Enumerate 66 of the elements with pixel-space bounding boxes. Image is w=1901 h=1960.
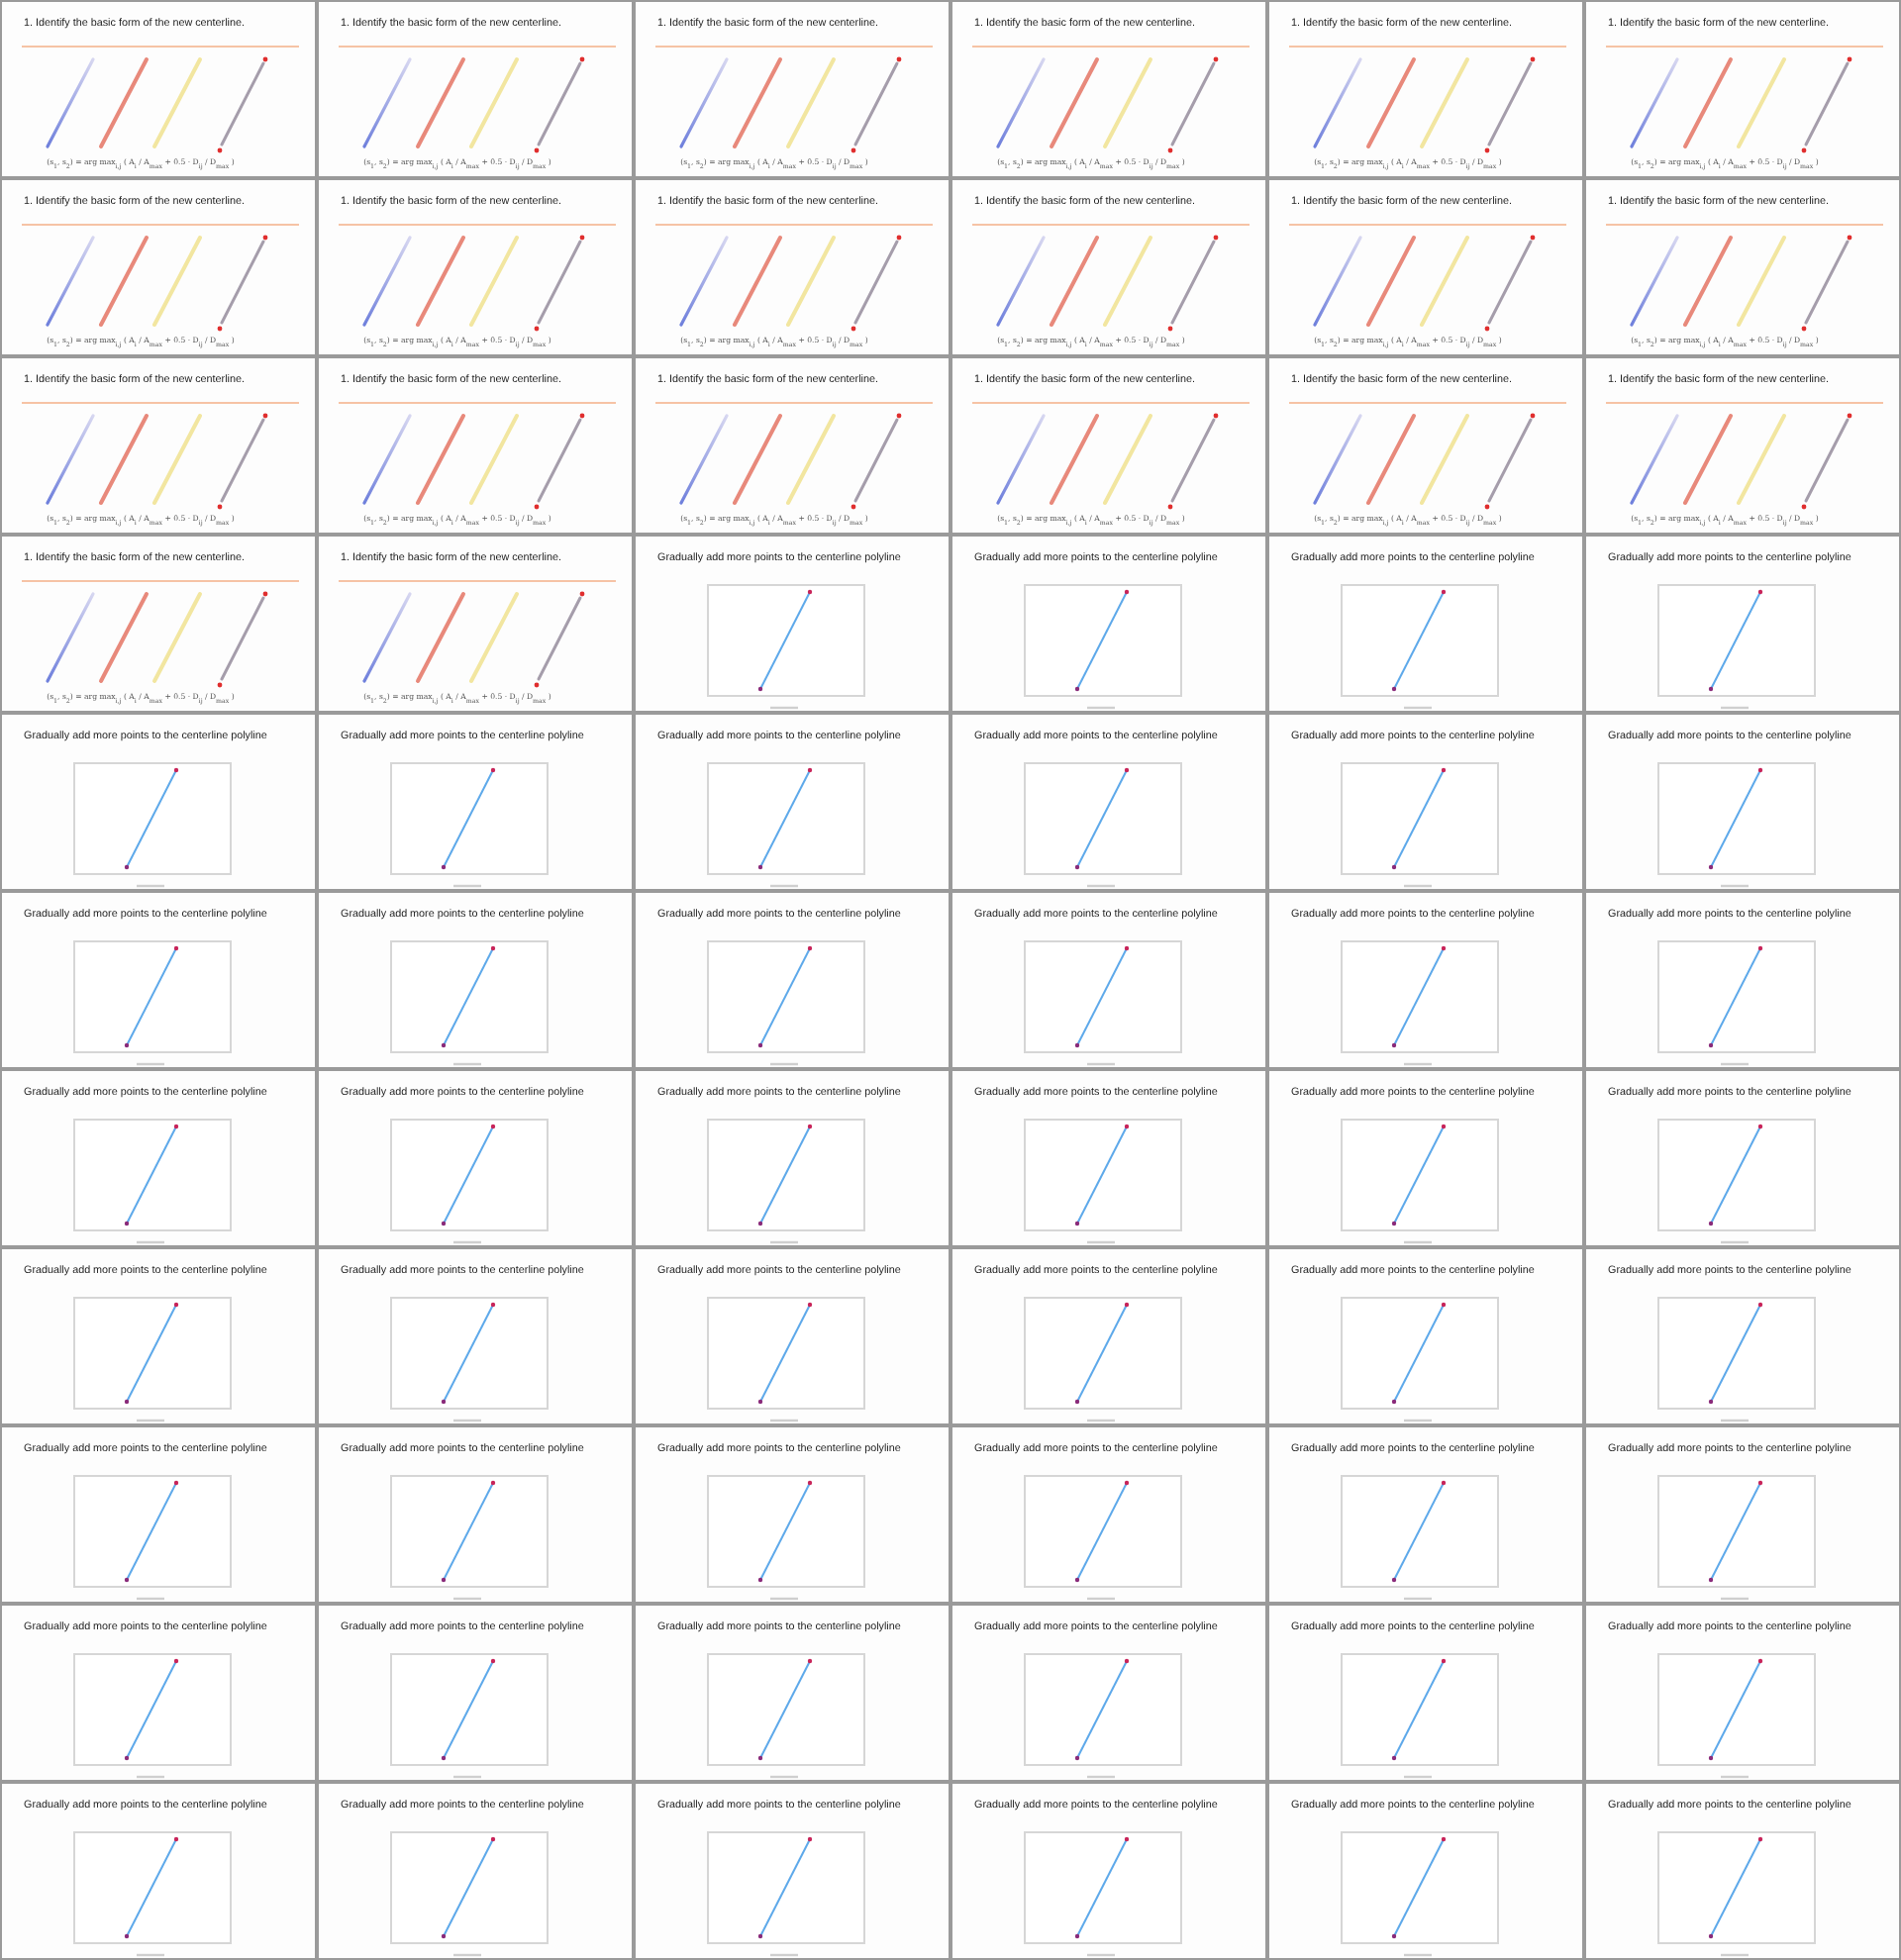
- video-frame: [317, 356, 634, 535]
- video-frame: [950, 0, 1267, 178]
- video-frame: [950, 1604, 1267, 1782]
- video-frame: [1584, 1425, 1901, 1604]
- video-frame: [634, 713, 950, 891]
- video-frame: [1267, 891, 1584, 1069]
- video-frame: [1584, 1604, 1901, 1782]
- video-frame: [634, 178, 950, 356]
- video-frame: [317, 1247, 634, 1425]
- video-frame: [950, 178, 1267, 356]
- video-frame: [0, 891, 317, 1069]
- video-frame: [0, 713, 317, 891]
- video-frame: [1267, 535, 1584, 713]
- video-frame: [1267, 713, 1584, 891]
- video-frame: [634, 1069, 950, 1247]
- video-frame: [950, 1782, 1267, 1960]
- video-frame: [1584, 891, 1901, 1069]
- video-frame: [0, 1782, 317, 1960]
- video-frame: [1584, 178, 1901, 356]
- video-frame: [1267, 178, 1584, 356]
- video-frame: [634, 891, 950, 1069]
- video-frame: [317, 891, 634, 1069]
- video-frame: [950, 891, 1267, 1069]
- video-frame: [0, 1247, 317, 1425]
- video-frame: [317, 1782, 634, 1960]
- video-frame: [0, 0, 317, 178]
- video-frame: [317, 535, 634, 713]
- video-frame: [634, 1425, 950, 1604]
- video-frame: [0, 535, 317, 713]
- video-frame: [317, 178, 634, 356]
- video-frame: [634, 356, 950, 535]
- video-frame: [0, 1604, 317, 1782]
- video-frame: [1584, 1069, 1901, 1247]
- video-frame: [317, 713, 634, 891]
- video-frame: [1267, 0, 1584, 178]
- video-frame: [1267, 1069, 1584, 1247]
- video-frame: [1267, 1782, 1584, 1960]
- video-frame: [950, 1425, 1267, 1604]
- video-frame: [950, 535, 1267, 713]
- video-frame: [1584, 356, 1901, 535]
- video-frame: [0, 356, 317, 535]
- video-frame: [1267, 356, 1584, 535]
- video-frame: [0, 1069, 317, 1247]
- video-frame: [317, 1425, 634, 1604]
- video-frame: [950, 713, 1267, 891]
- video-frame: [634, 1247, 950, 1425]
- video-frame: [0, 1425, 317, 1604]
- video-frame: [1267, 1425, 1584, 1604]
- video-frame: [0, 178, 317, 356]
- video-frame: [317, 1069, 634, 1247]
- video-frame: [950, 1247, 1267, 1425]
- video-frame: [950, 356, 1267, 535]
- video-frame: [1267, 1247, 1584, 1425]
- video-frame: [1584, 713, 1901, 891]
- video-frame: [1584, 1782, 1901, 1960]
- video-frame: [1267, 1604, 1584, 1782]
- video-frame: [317, 1604, 634, 1782]
- video-frame: [1584, 535, 1901, 713]
- video-frame: [634, 535, 950, 713]
- video-frame: [1584, 1247, 1901, 1425]
- video-frame: [634, 1782, 950, 1960]
- video-frame: [1584, 0, 1901, 178]
- video-frame: [634, 0, 950, 178]
- video-frame: [317, 0, 634, 178]
- video-frame: [950, 1069, 1267, 1247]
- video-frame: [634, 1604, 950, 1782]
